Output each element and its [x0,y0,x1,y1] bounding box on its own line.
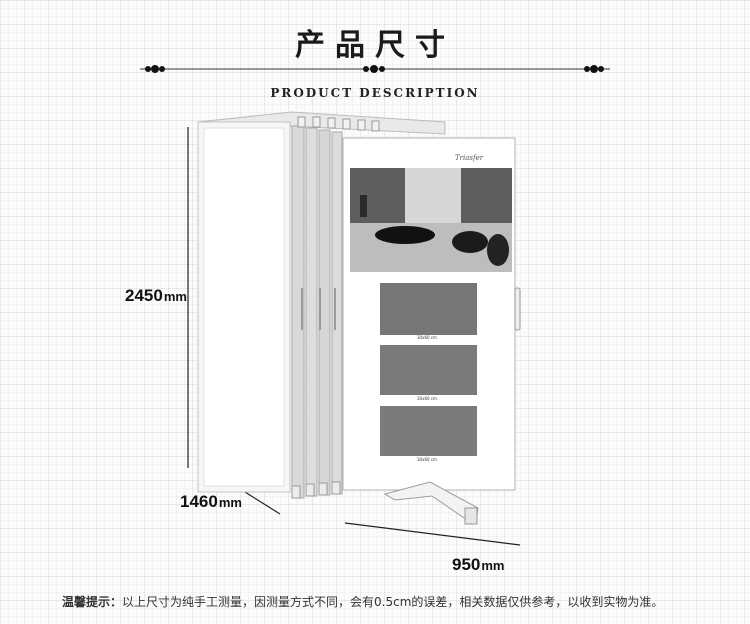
height-dimension: 2450mm [125,286,187,306]
depth-unit: mm [218,495,242,510]
height-unit: mm [163,289,187,304]
width-unit: mm [481,558,505,573]
panel-brand: Triasfer [455,154,484,162]
divider-ornament [140,65,610,73]
depth-value: 1460 [180,492,218,511]
tile-label: 30x60 cm [417,335,437,340]
depth-dimension: 1460mm [180,492,242,512]
tile-label: 30x60 cm [417,457,437,462]
tile-label: 30x60 cm [417,396,437,401]
width-dimension: 950mm [452,555,505,575]
page-subtitle: PRODUCT DESCRIPTION [270,86,480,100]
page-title: 产品尺寸 [295,28,455,63]
height-value: 2450 [125,286,163,305]
note-label: 温馨提示： [62,595,123,609]
width-value: 950 [452,555,481,574]
note-text: 以上尺寸为纯手工测量，因测量方式不同，会有0.5cm的误差，相关数据仅供参考，以… [122,595,664,609]
measurement-note: 温馨提示：以上尺寸为纯手工测量，因测量方式不同，会有0.5cm的误差，相关数据仅… [62,593,663,610]
